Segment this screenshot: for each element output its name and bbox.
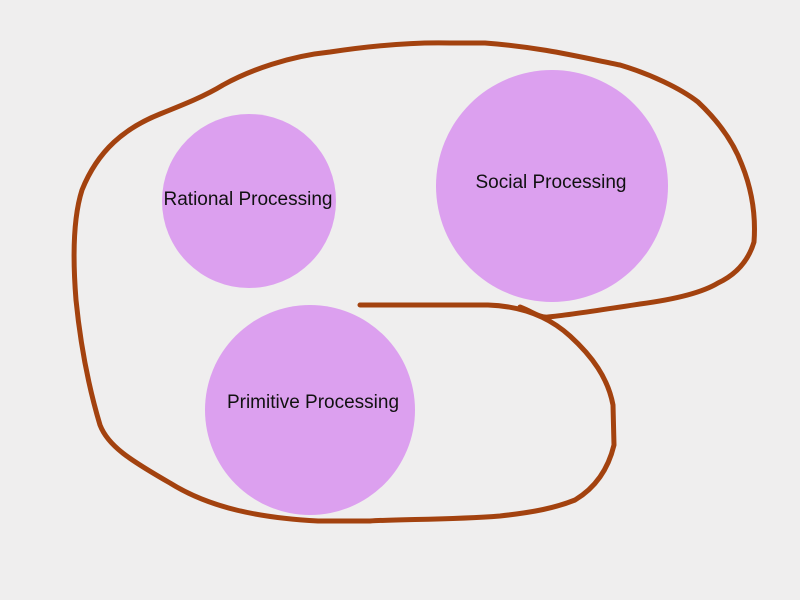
node-rational: Rational Processing (162, 114, 336, 288)
node-social: Social Processing (436, 70, 668, 302)
node-primitive: Primitive Processing (205, 305, 415, 515)
node-rational-circle (162, 114, 336, 288)
node-primitive-circle (205, 305, 415, 515)
node-primitive-label: Primitive Processing (227, 392, 399, 413)
node-rational-label: Rational Processing (164, 189, 333, 210)
node-social-label: Social Processing (475, 172, 626, 193)
node-social-circle (436, 70, 668, 302)
brain-outline (71, 40, 757, 524)
